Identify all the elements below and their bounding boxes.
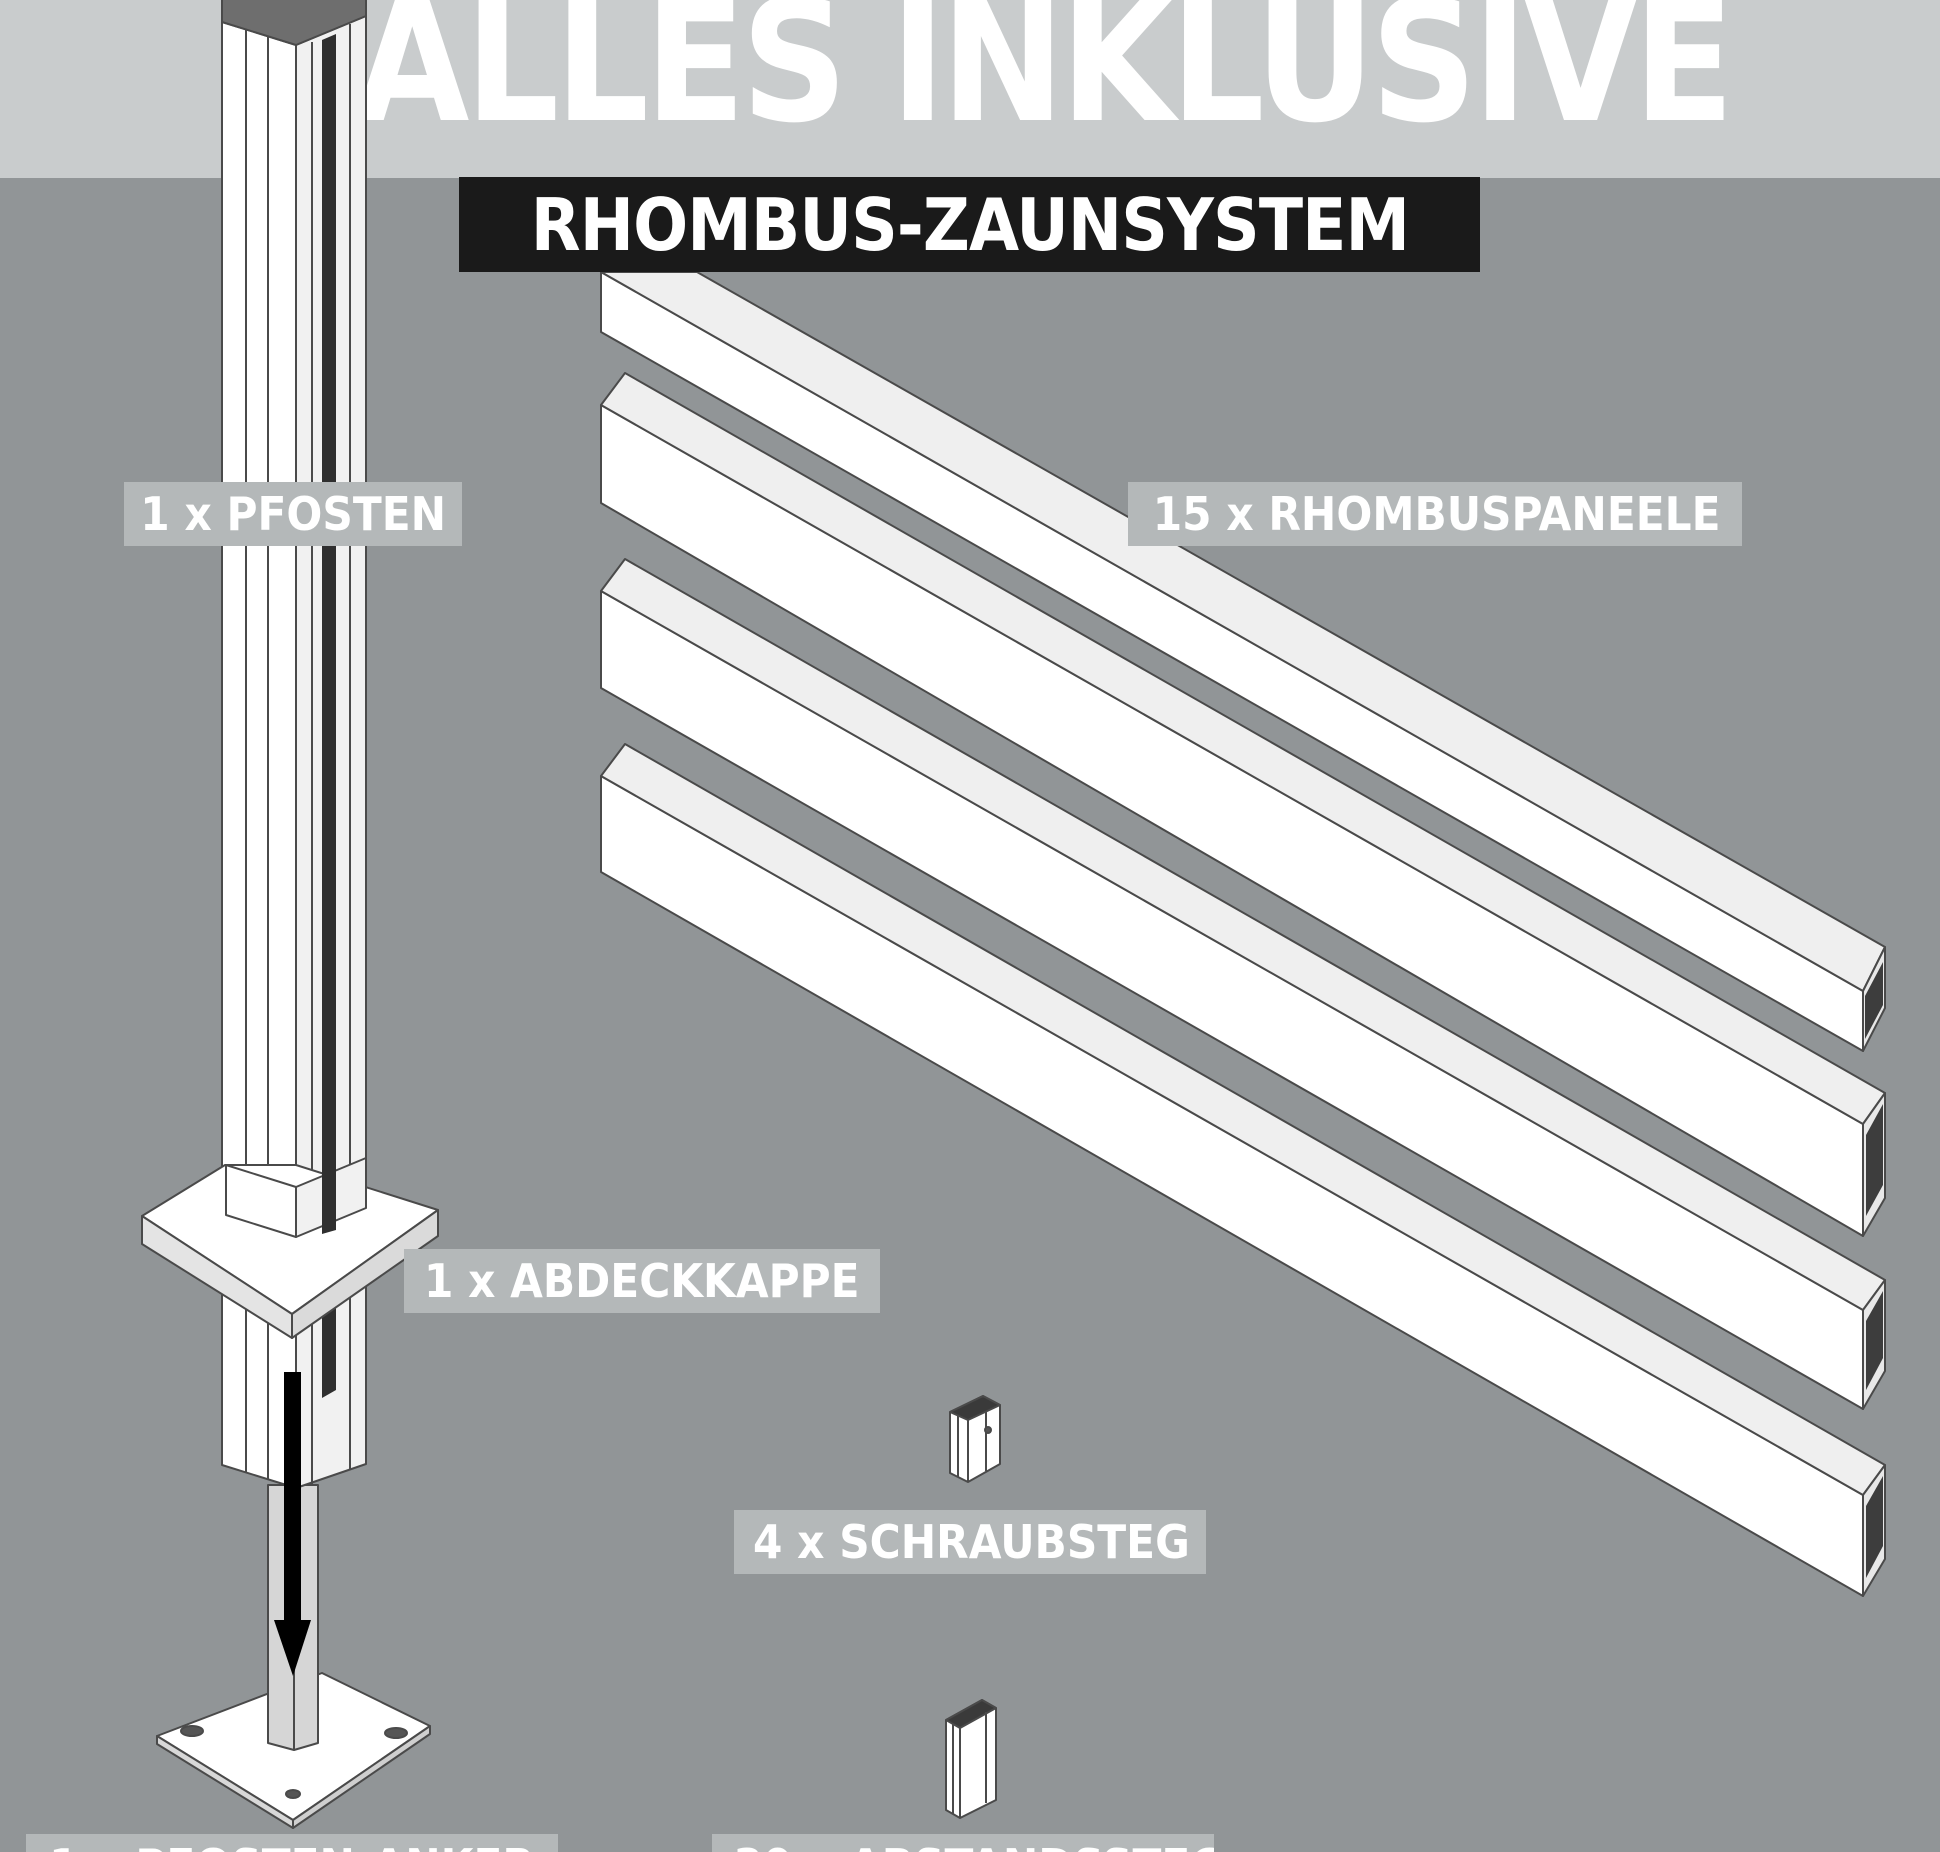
screw-bar-label: 4 x SCHRAUBSTEG <box>734 1510 1206 1574</box>
post-anchor-icon <box>156 1484 431 1829</box>
cap-label: 1 x ABDECKKAPPE <box>404 1249 880 1313</box>
screw-bar-icon <box>949 1395 1001 1483</box>
subtitle-banner: RHOMBUS-ZAUNSYSTEM <box>459 177 1480 272</box>
post-anchor-label-text: 1 x PFOSTEN-ANKER <box>49 1834 535 1852</box>
rhombus-panel-icon <box>600 271 1886 1052</box>
end-cap-icon <box>141 1157 439 1339</box>
spacer-label: 30 x ABSTANDSSTEG <box>712 1834 1214 1852</box>
down-arrow-icon <box>274 1372 311 1676</box>
post-label: 1 x PFOSTEN <box>124 482 462 546</box>
rhombus-panel-icon <box>600 372 1886 1237</box>
panels-label: 15 x RHOMBUSPANEELE <box>1128 482 1742 546</box>
panels-label-text: 15 x RHOMBUSPANEELE <box>1152 487 1721 541</box>
headline: ALLES INKLUSIVE <box>355 0 1734 160</box>
post-label-text: 1 x PFOSTEN <box>140 487 446 541</box>
screw-bar-label-text: 4 x SCHRAUBSTEG <box>752 1515 1190 1569</box>
rhombus-panel-icon <box>600 743 1886 1597</box>
spacer-bar-icon <box>945 1699 997 1819</box>
rhombus-panel-icon <box>600 558 1886 1410</box>
post-anchor-label: 1 x PFOSTEN-ANKER <box>26 1834 558 1852</box>
cap-label-text: 1 x ABDECKKAPPE <box>424 1254 860 1308</box>
spacer-label-text: 30 x ABSTANDSSTEG <box>733 1834 1214 1852</box>
fence-post-icon <box>221 0 367 1489</box>
subtitle: RHOMBUS-ZAUNSYSTEM <box>530 182 1409 267</box>
